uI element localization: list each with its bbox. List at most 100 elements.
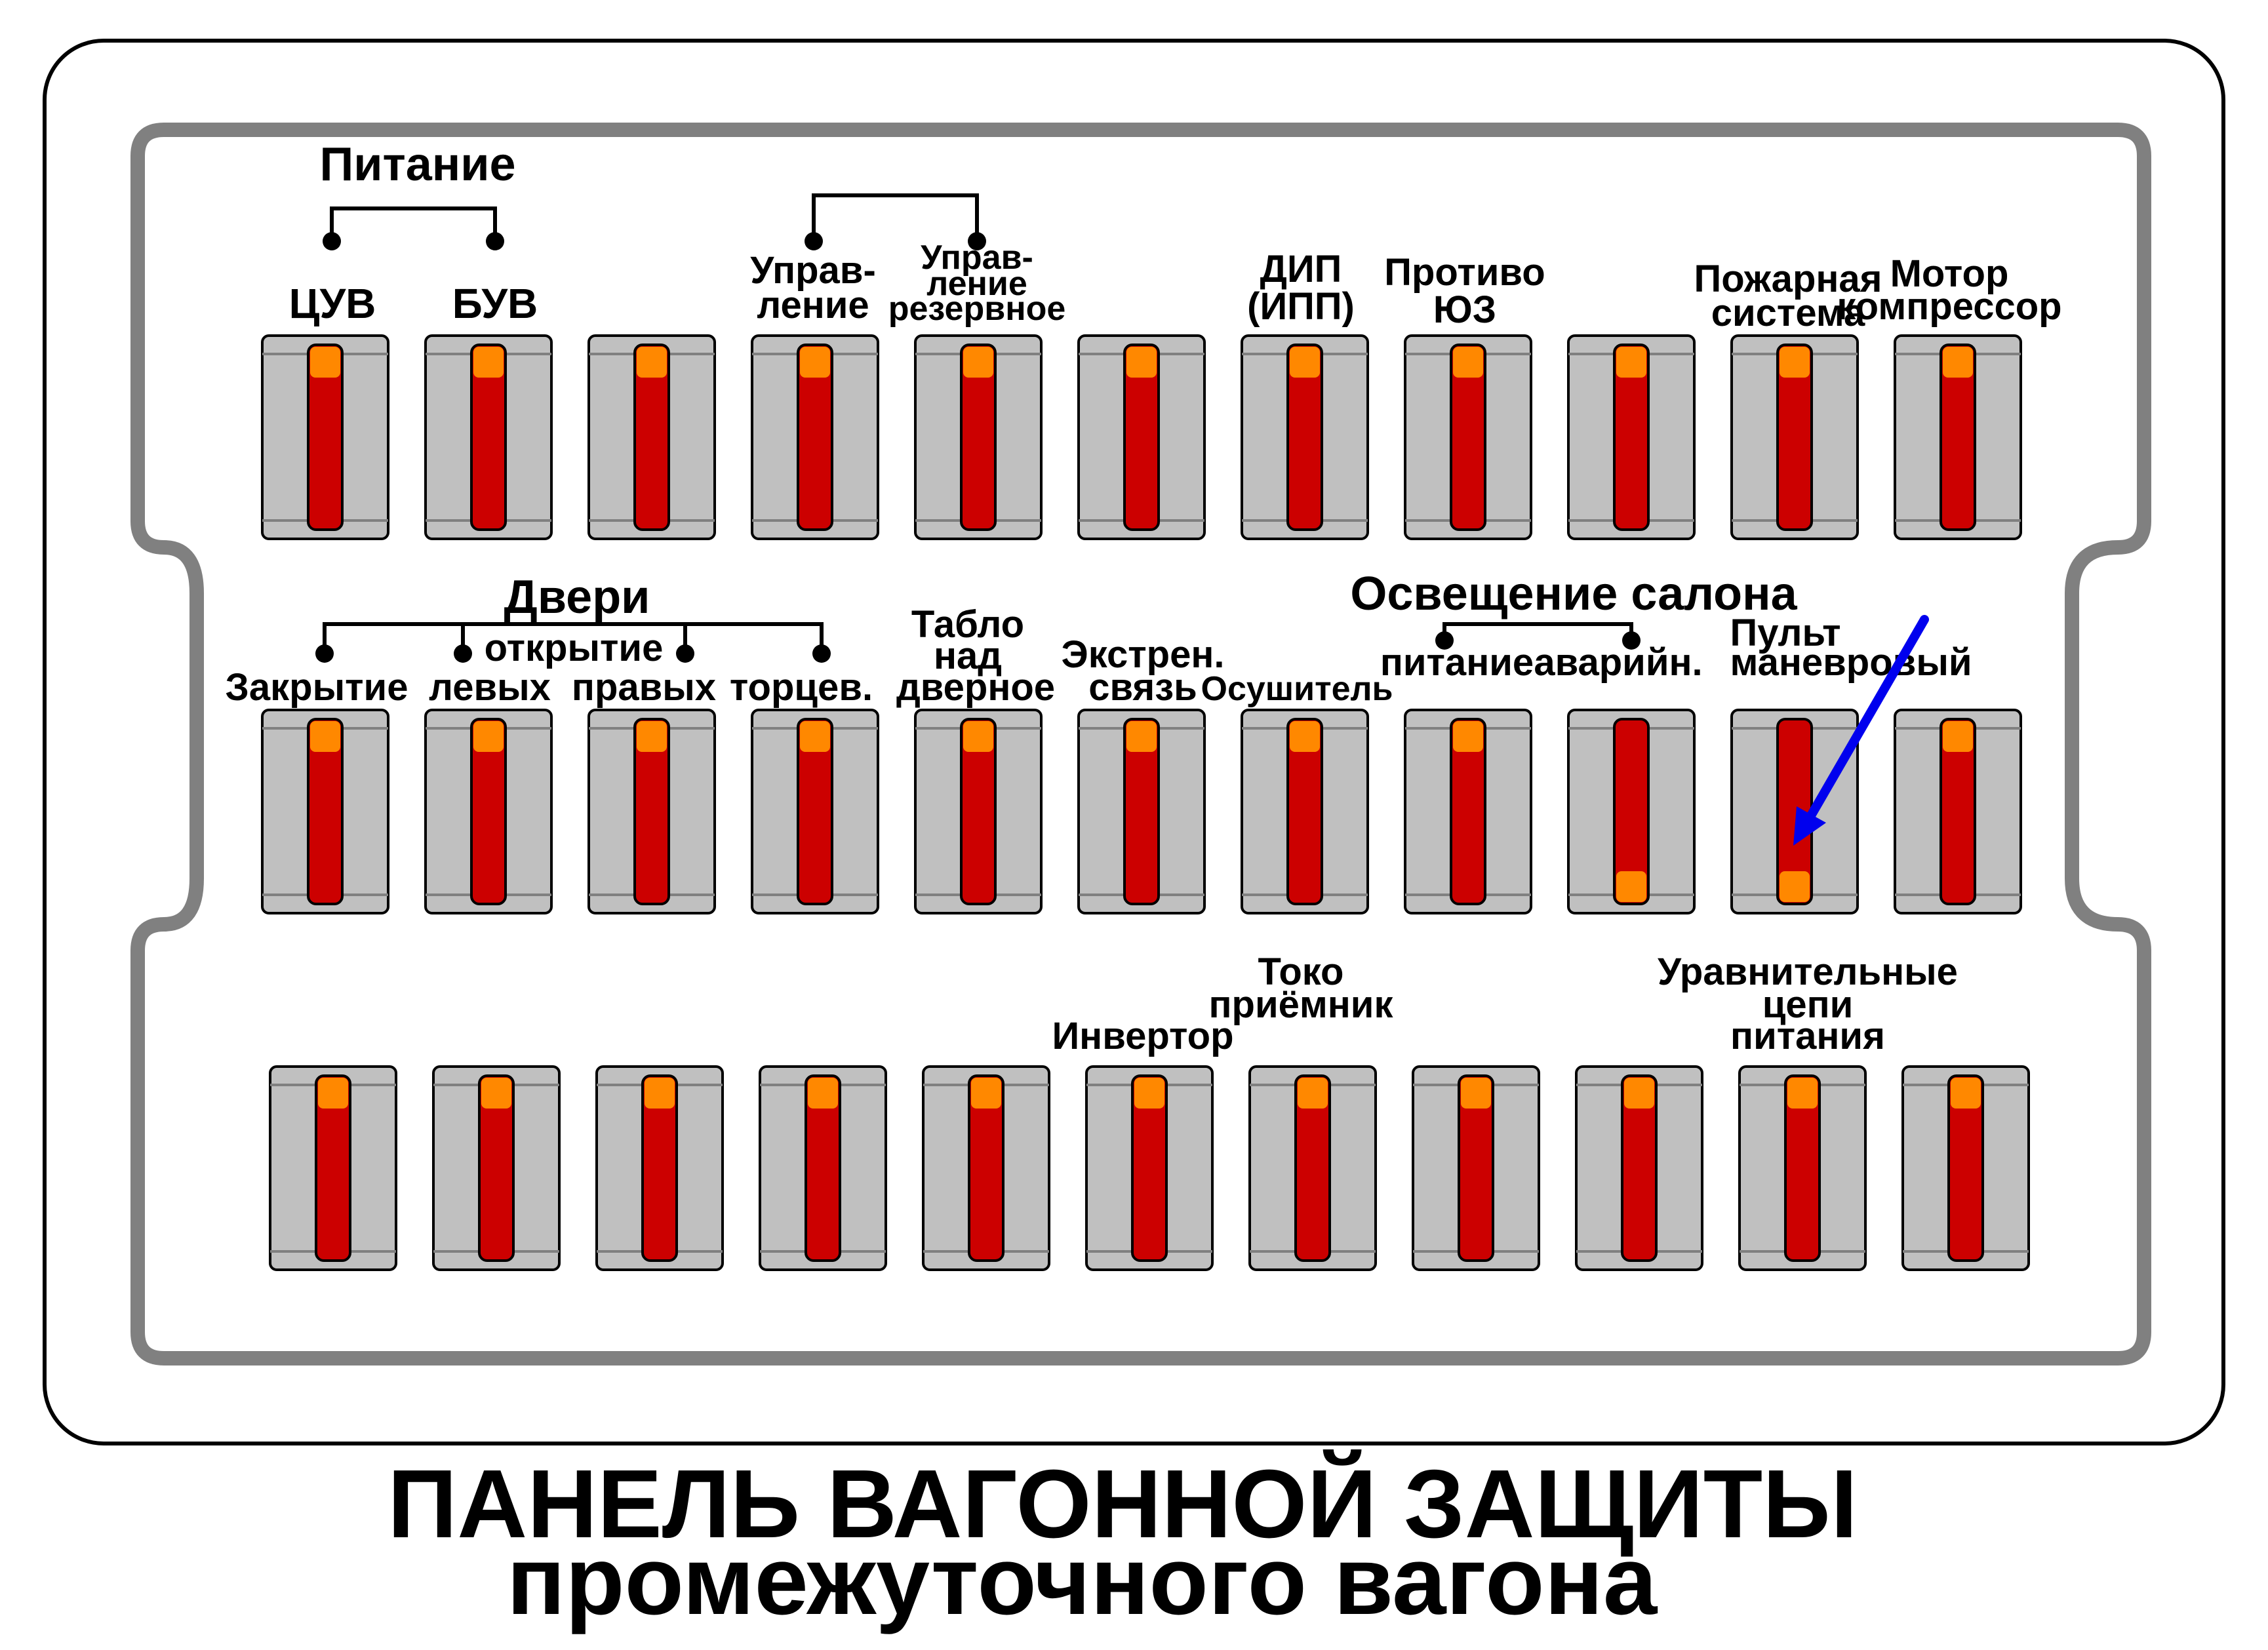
label-shunt-2: маневровый — [1730, 641, 1972, 684]
switch-1-7[interactable] — [1241, 334, 1369, 540]
switch-tip — [1461, 1078, 1491, 1109]
switch-3-10[interactable] — [1738, 1065, 1867, 1271]
switch-handle[interactable] — [1458, 1074, 1494, 1262]
switch-2-2[interactable] — [424, 709, 553, 914]
label-equalizing-2: цепи — [1762, 983, 1854, 1026]
switch-tip — [808, 1078, 838, 1109]
switch-tip — [1134, 1078, 1164, 1109]
switch-tip — [963, 347, 993, 378]
switch-2-9[interactable] — [1567, 709, 1696, 914]
switch-3-2[interactable] — [432, 1065, 561, 1271]
switch-3-8[interactable] — [1412, 1065, 1540, 1271]
bracket-lines — [315, 193, 1641, 663]
switch-1-11[interactable] — [1894, 334, 2022, 540]
switch-handle[interactable] — [960, 718, 997, 905]
switch-tip — [971, 1078, 1001, 1109]
switch-handle[interactable] — [805, 1074, 841, 1262]
switch-handle[interactable] — [1613, 344, 1650, 531]
switch-2-5[interactable] — [914, 709, 1043, 914]
label-equalizing-3: питания — [1730, 1015, 1885, 1057]
switch-handle[interactable] — [1947, 1074, 1984, 1262]
label-light-power: питание — [1380, 641, 1534, 684]
switch-handle[interactable] — [307, 718, 344, 905]
switch-handle[interactable] — [797, 344, 833, 531]
switch-2-8[interactable] — [1404, 709, 1532, 914]
switch-handle[interactable] — [1123, 344, 1160, 531]
switch-handle[interactable] — [307, 344, 344, 531]
switch-2-11[interactable] — [1894, 709, 2022, 914]
switch-tip — [473, 347, 504, 378]
switch-3-9[interactable] — [1575, 1065, 1703, 1271]
group-lighting-label: Освещение салона — [1350, 568, 1797, 620]
switch-3-11[interactable] — [1901, 1065, 2030, 1271]
switch-handle[interactable] — [315, 1074, 351, 1262]
switch-3-5[interactable] — [922, 1065, 1050, 1271]
label-reserve-2: ление — [926, 265, 1027, 303]
switch-2-3[interactable] — [587, 709, 716, 914]
label-tablo-3: дверное — [896, 666, 1055, 709]
switch-tip — [637, 721, 667, 752]
switch-handle[interactable] — [1286, 344, 1323, 531]
switch-3-4[interactable] — [759, 1065, 887, 1271]
switch-tip — [800, 721, 830, 752]
switch-handle[interactable] — [1450, 344, 1486, 531]
switch-tip — [1943, 721, 1973, 752]
switch-2-7[interactable] — [1241, 709, 1369, 914]
switch-tip — [318, 1078, 348, 1109]
switch-3-1[interactable] — [269, 1065, 397, 1271]
label-tablo-1: Табло — [911, 603, 1024, 646]
switch-tip — [1787, 1078, 1818, 1109]
switch-handle[interactable] — [1940, 344, 1976, 531]
switch-1-10[interactable] — [1730, 334, 1859, 540]
switch-handle[interactable] — [470, 344, 507, 531]
switch-3-3[interactable] — [595, 1065, 724, 1271]
switch-handle[interactable] — [968, 1074, 1005, 1262]
label-reserve-3: резервное — [888, 290, 1066, 328]
switch-handle[interactable] — [1450, 718, 1486, 905]
switch-1-4[interactable] — [751, 334, 879, 540]
switch-3-7[interactable] — [1248, 1065, 1377, 1271]
switch-1-3[interactable] — [587, 334, 716, 540]
switch-1-6[interactable] — [1077, 334, 1206, 540]
switch-handle[interactable] — [1286, 718, 1323, 905]
label-shunt-1: Пульт — [1730, 612, 1841, 654]
switch-handle[interactable] — [633, 344, 670, 531]
switch-handle[interactable] — [633, 718, 670, 905]
switch-handle[interactable] — [1123, 718, 1160, 905]
label-compressor-1: Мотор — [1890, 252, 2009, 295]
switch-1-9[interactable] — [1567, 334, 1696, 540]
switch-handle[interactable] — [797, 718, 833, 905]
switch-tip — [1126, 721, 1157, 752]
switch-2-10[interactable] — [1730, 709, 1859, 914]
switch-handle[interactable] — [1621, 1074, 1658, 1262]
switch-tip — [1453, 721, 1483, 752]
switch-2-4[interactable] — [751, 709, 879, 914]
switch-tip — [310, 347, 340, 378]
switch-handle[interactable] — [641, 1074, 678, 1262]
switch-handle[interactable] — [478, 1074, 515, 1262]
switch-handle[interactable] — [1294, 1074, 1331, 1262]
switch-3-6[interactable] — [1085, 1065, 1214, 1271]
switch-handle[interactable] — [470, 718, 507, 905]
arrow-icon — [1799, 615, 1929, 834]
label-light-emergency: аварийн. — [1534, 641, 1702, 684]
switch-handle[interactable] — [1940, 718, 1976, 905]
switch-handle[interactable] — [1131, 1074, 1168, 1262]
group-doors-label: Двери — [504, 571, 650, 623]
switch-1-5[interactable] — [914, 334, 1043, 540]
switch-handle[interactable] — [1784, 1074, 1821, 1262]
switch-2-6[interactable] — [1077, 709, 1206, 914]
switch-tip — [1126, 347, 1157, 378]
switch-tip — [645, 1078, 675, 1109]
switch-handle[interactable] — [960, 344, 997, 531]
switch-tip — [1290, 721, 1320, 752]
switch-1-2[interactable] — [424, 334, 553, 540]
switch-handle[interactable] — [1776, 344, 1813, 531]
switch-1-1[interactable] — [261, 334, 389, 540]
label-tablo-2: над — [934, 635, 1002, 677]
inner-frame — [130, 123, 2151, 1365]
switch-2-1[interactable] — [261, 709, 389, 914]
switch-1-8[interactable] — [1404, 334, 1532, 540]
switch-handle[interactable] — [1613, 718, 1650, 905]
switch-tip — [1780, 347, 1810, 378]
